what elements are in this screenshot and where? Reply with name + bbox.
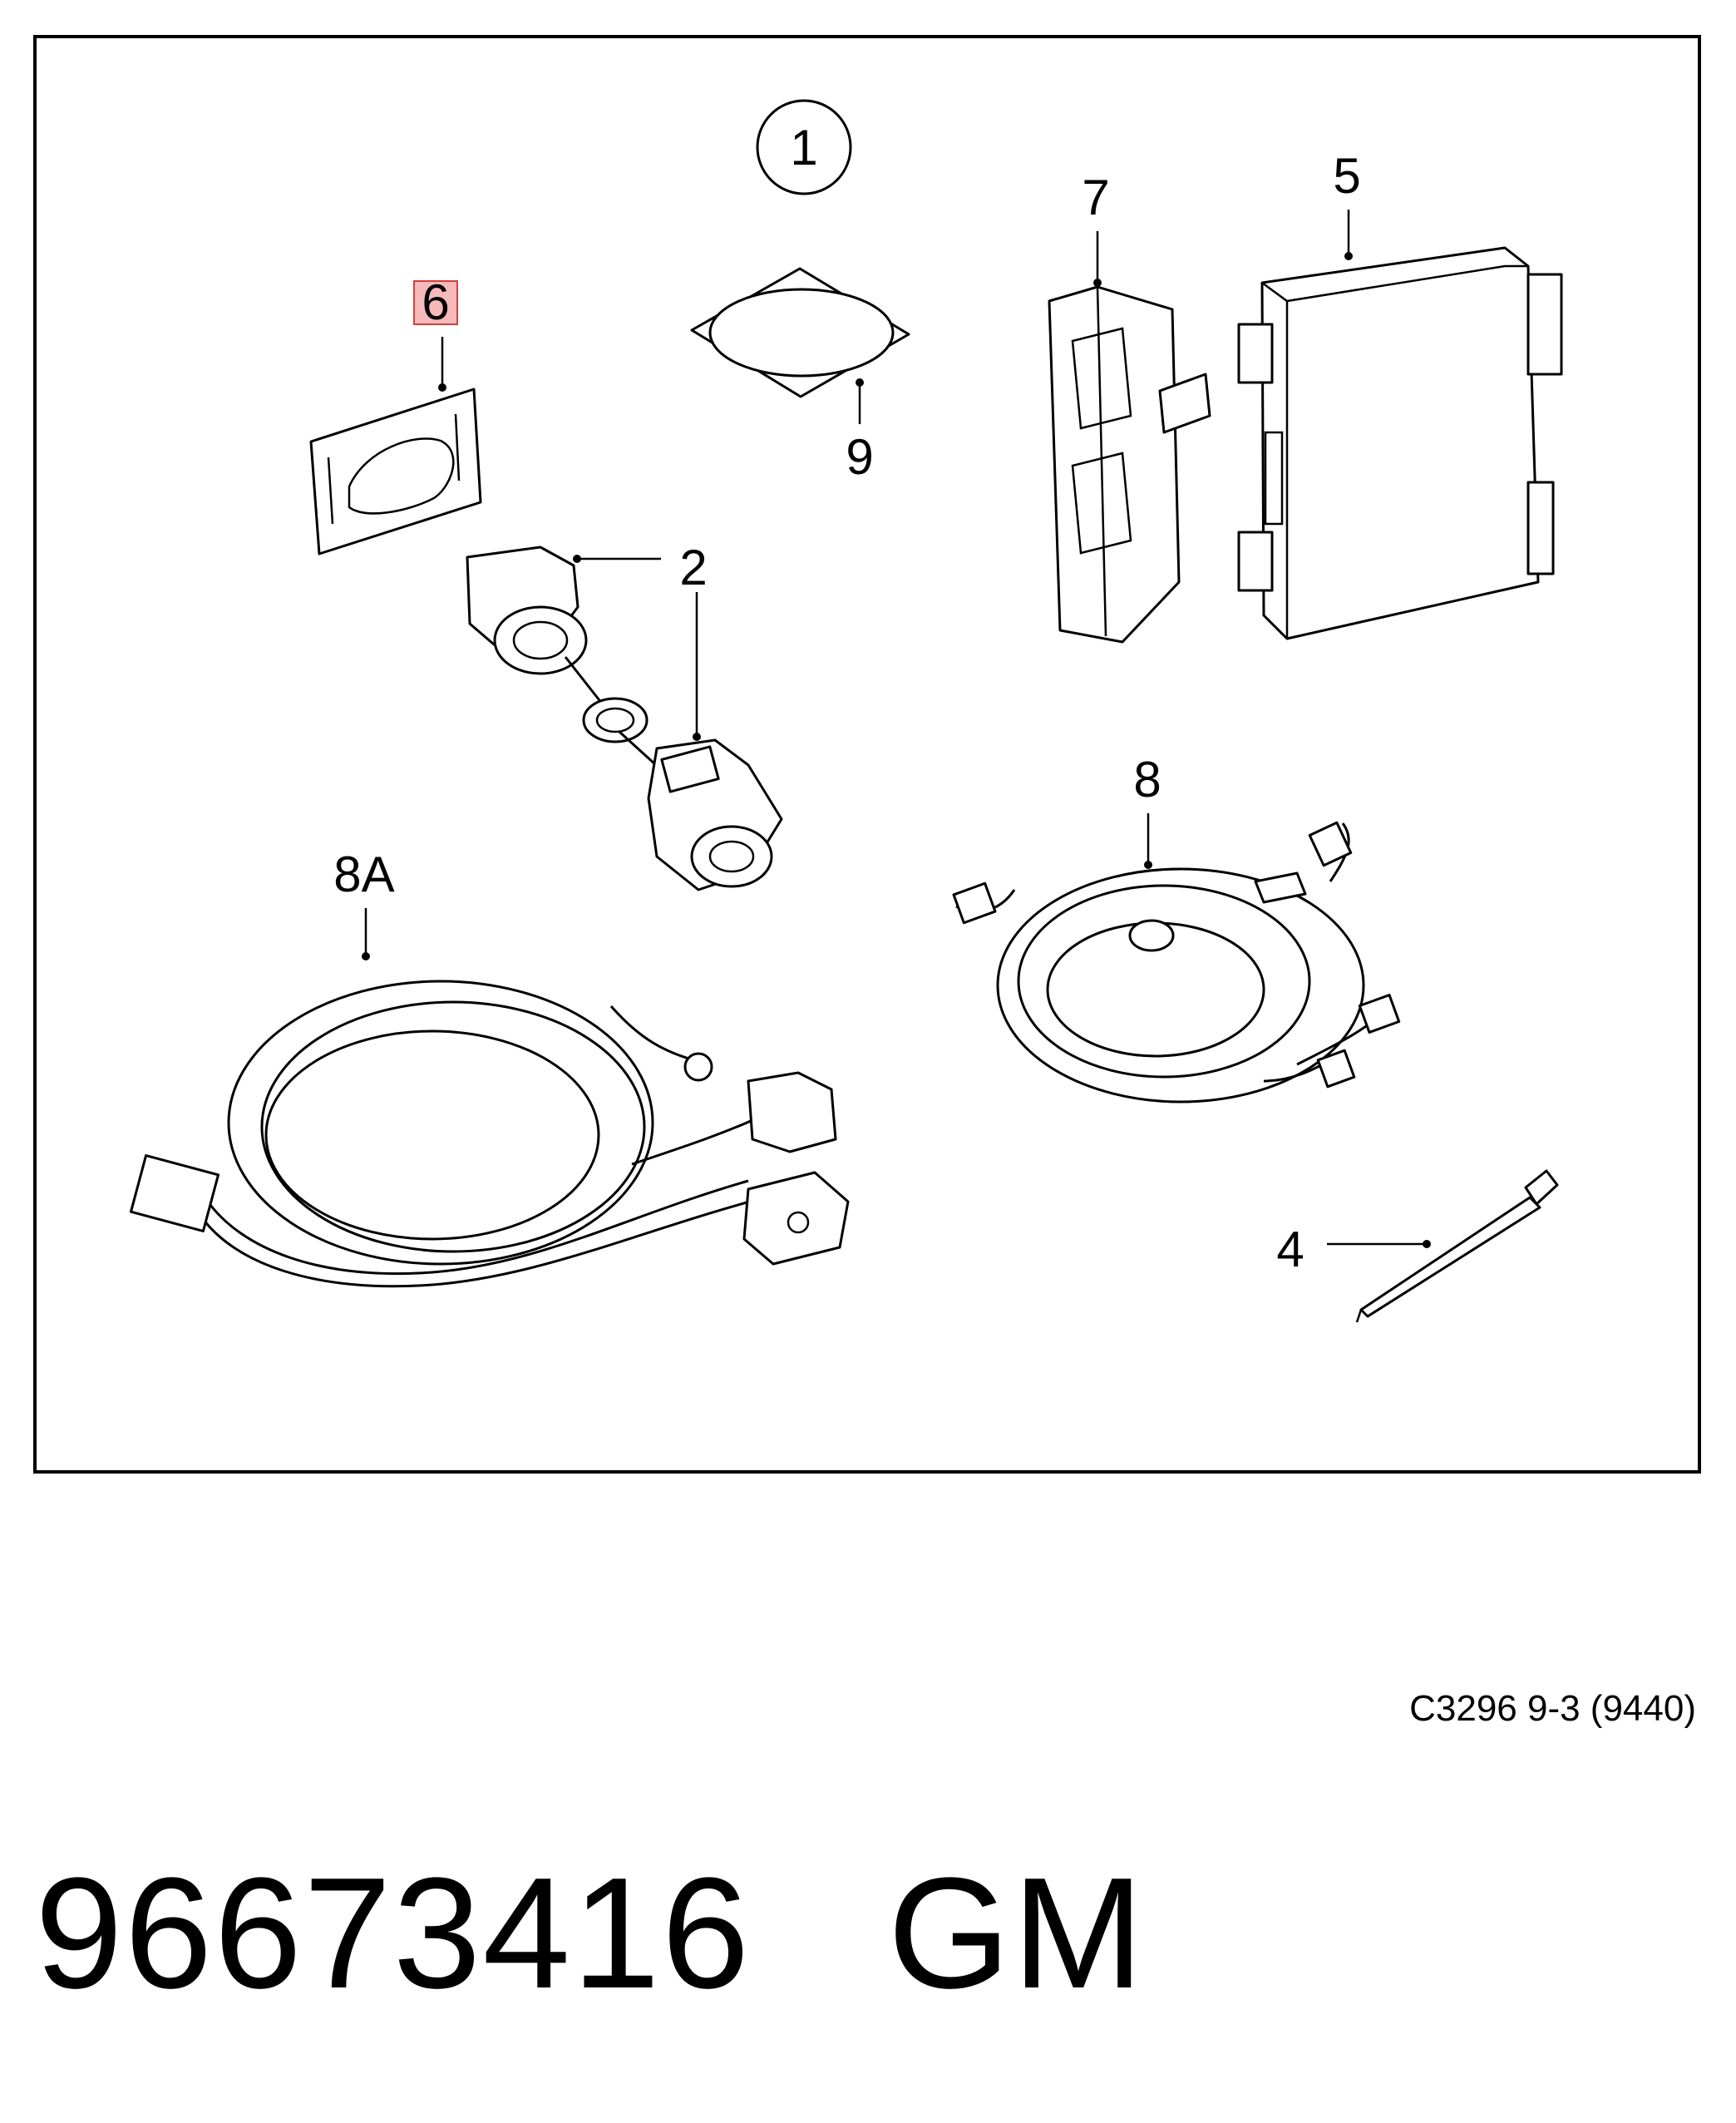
part-2-sensor-lower [647, 738, 783, 891]
callout-5[interactable]: 5 [1333, 148, 1361, 260]
callout-7-label: 7 [1082, 170, 1109, 225]
callout-5-label: 5 [1333, 148, 1360, 204]
part-number: 96673416 GM [35, 1845, 1146, 2022]
callout-6-highlight [413, 280, 458, 325]
part-8a-harness [129, 980, 850, 1288]
part-4-cable-tie [1355, 1169, 1559, 1323]
callout-8[interactable]: 8 [1133, 752, 1161, 869]
part-2-sensor-upper [466, 546, 613, 716]
part-5-control-module [1237, 246, 1563, 640]
part-9-pad [690, 267, 910, 398]
part-8-harness [952, 821, 1401, 1103]
diagram-reference-code: C3296 9-3 (9440) [1409, 1688, 1696, 1729]
callout-6-label: 6 [422, 274, 449, 330]
callout-1[interactable]: 1 [756, 99, 852, 195]
callout-4[interactable]: 4 [1276, 1222, 1431, 1277]
callout-9-label: 9 [846, 429, 873, 485]
part-7-bracket [1048, 285, 1211, 644]
part-6-gasket [309, 388, 482, 555]
callout-2-label: 2 [679, 540, 707, 595]
callout-8a[interactable]: 8A [333, 847, 395, 960]
diagram-frame [33, 35, 1701, 1474]
callout-6[interactable]: 6 [413, 274, 458, 392]
callout-7[interactable]: 7 [1082, 170, 1110, 287]
callout-1-label: 1 [790, 120, 817, 175]
callout-2[interactable]: 2 [573, 540, 708, 741]
callout-8a-label: 8A [333, 847, 394, 902]
callout-9[interactable]: 9 [846, 378, 874, 485]
callout-4-label: 4 [1276, 1222, 1304, 1277]
callout-8-label: 8 [1133, 752, 1161, 807]
part-2-seal-ring [582, 697, 667, 775]
